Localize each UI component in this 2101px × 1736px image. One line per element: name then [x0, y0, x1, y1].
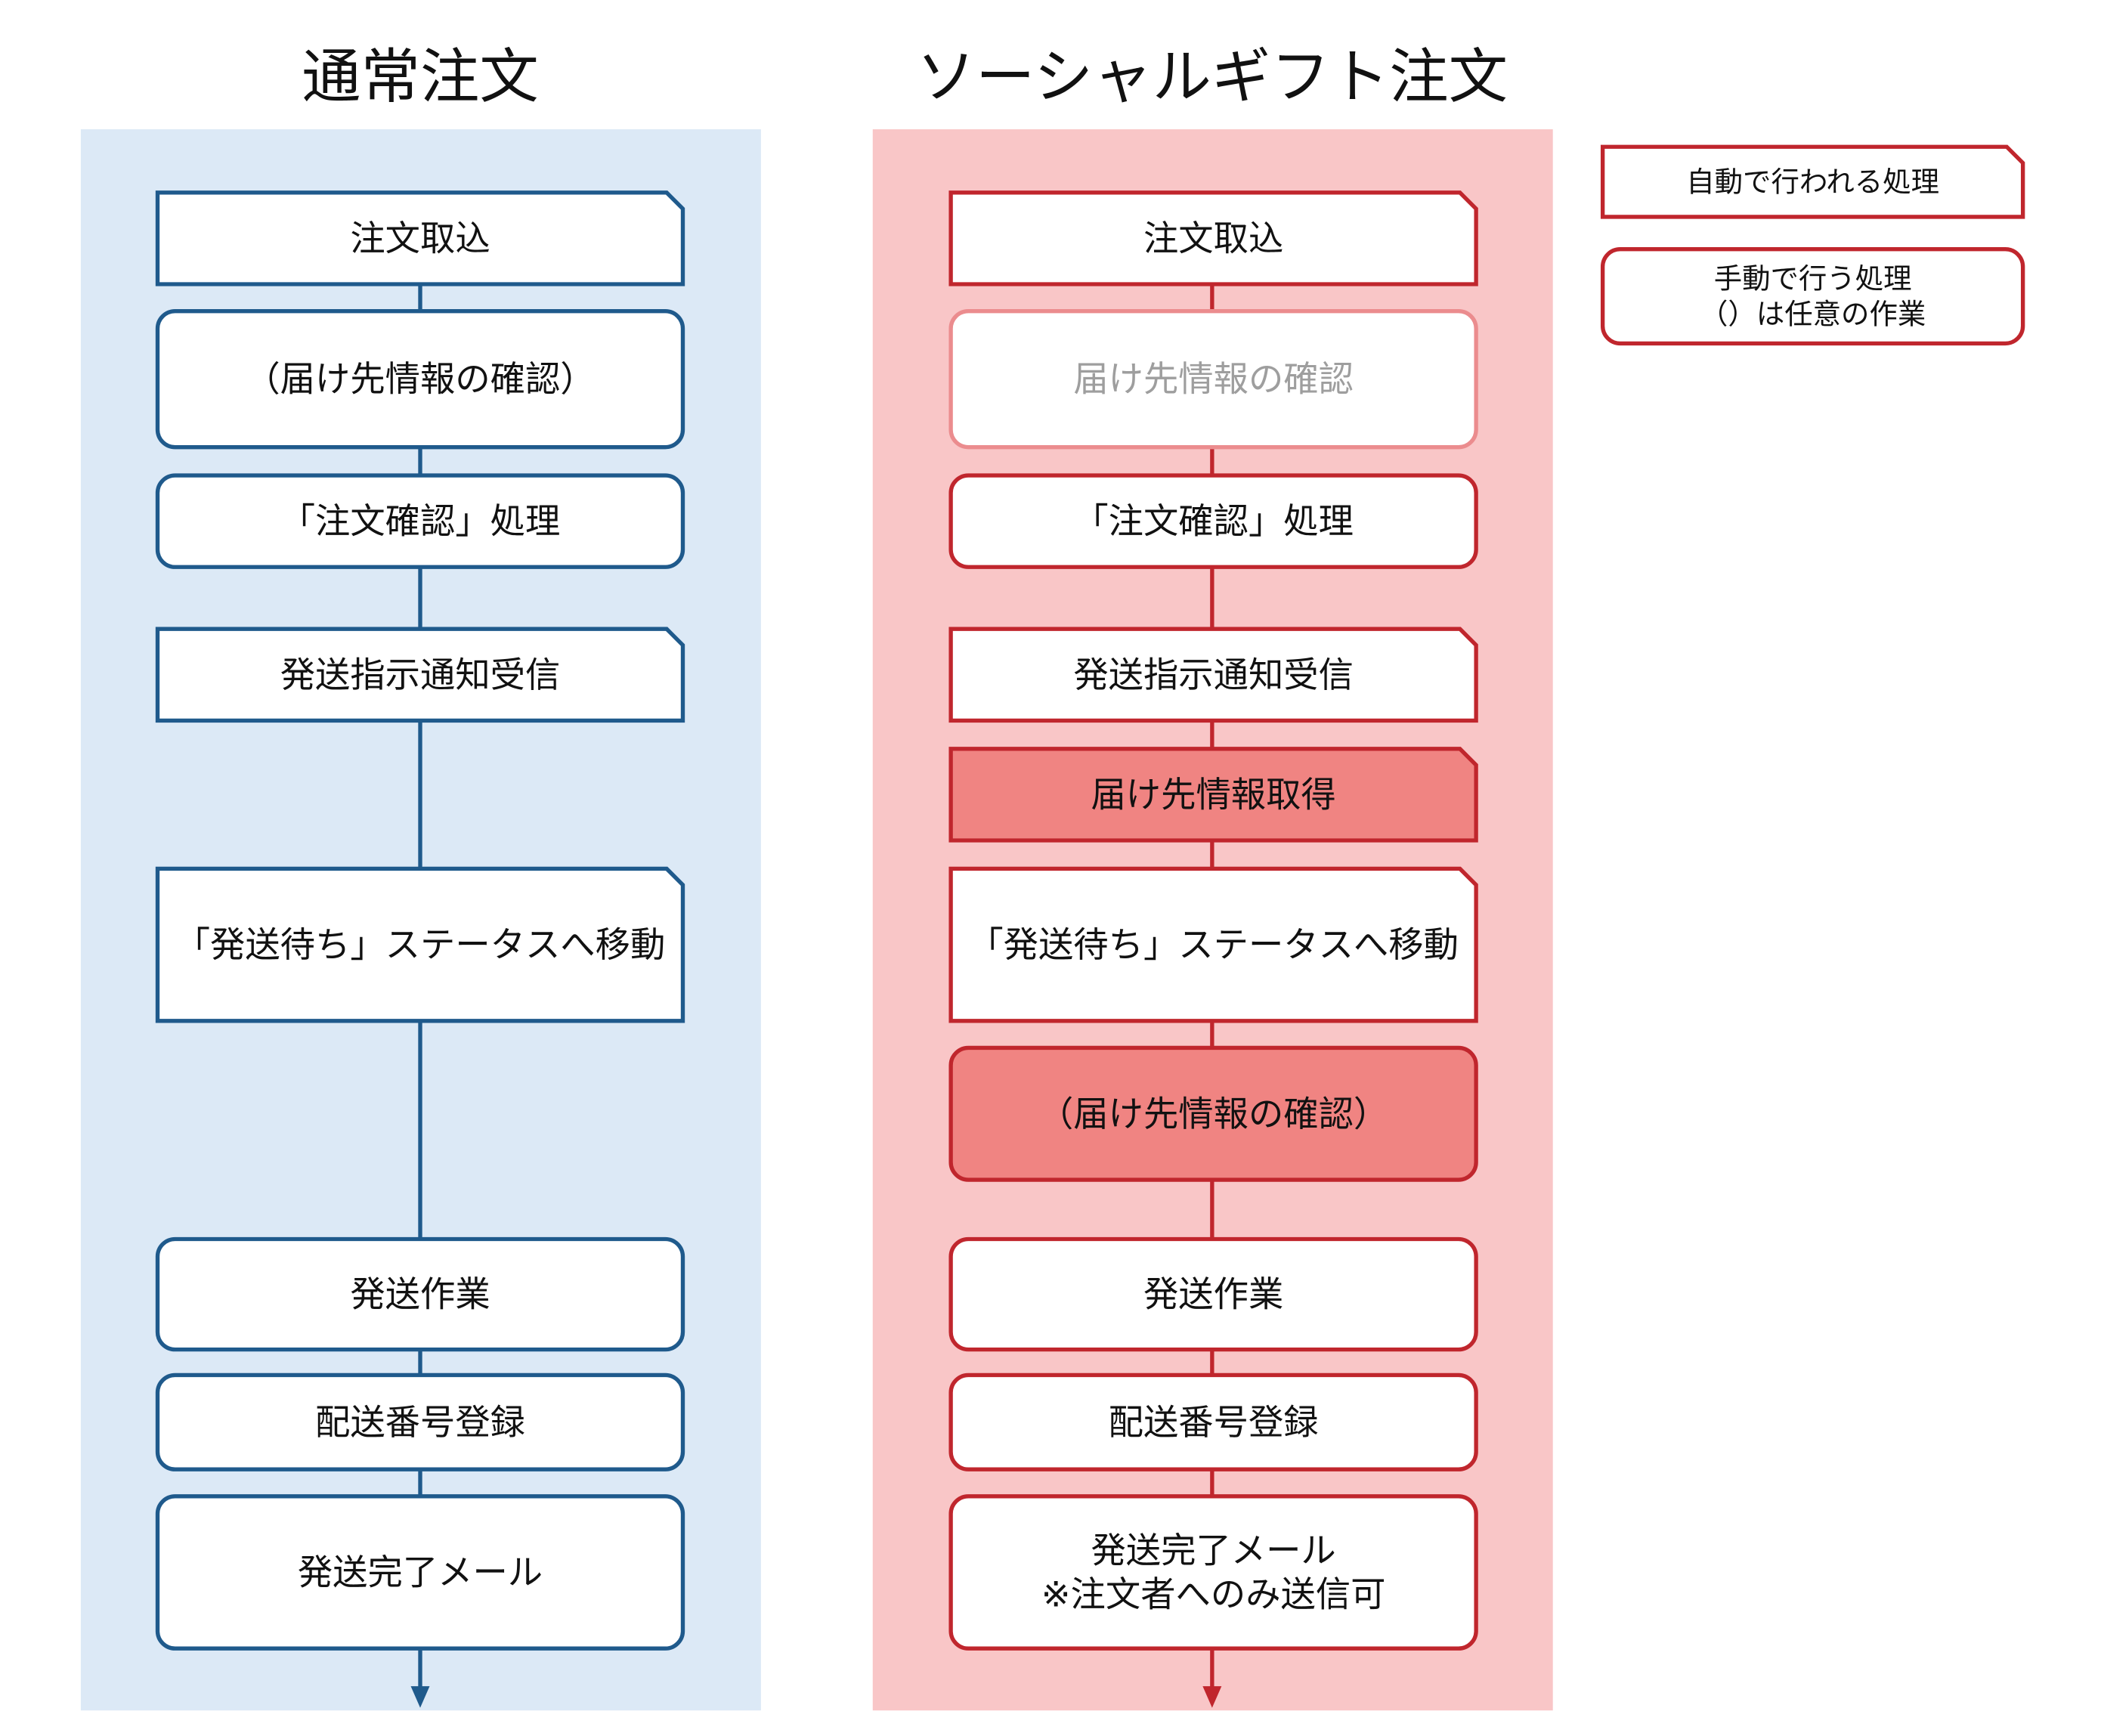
- normal-step-confirm: 「注文確認」処理: [155, 473, 685, 569]
- legend-auto: 自動で行われる処理: [1600, 144, 2025, 219]
- normal-step-check-address: （届け先情報の確認）: [155, 308, 685, 450]
- social-step-move-status: 「発送待ち」ステータスへ移動: [948, 866, 1478, 1023]
- legend-auto-label: 自動で行われる処理: [1686, 166, 1939, 199]
- normal-step-mail-box: [155, 1494, 685, 1651]
- social-step-check-address-disabled-box: [948, 308, 1478, 450]
- normal-step-check-address-label: （届け先情報の確認）: [245, 359, 595, 400]
- social-step-ship-notice-box: [948, 627, 1478, 723]
- social-step-ship-work-box: [948, 1236, 1478, 1352]
- social-step-confirm-label: 「注文確認」処理: [1073, 501, 1354, 542]
- social-step-confirm: 「注文確認」処理: [948, 473, 1478, 569]
- social-step-tracking-box: [948, 1372, 1478, 1471]
- normal-step-ship-work-label: 発送作業: [350, 1274, 490, 1315]
- social-step-check-address-disabled: 届け先情報の確認: [948, 308, 1478, 450]
- social-step-move-status-box: [948, 866, 1478, 1023]
- social-step-ship-notice: 発送指示通知受信: [948, 627, 1478, 723]
- social-step-get-address: 届け先情報取得: [948, 747, 1478, 843]
- social-step-tracking: 配送番号登録: [948, 1372, 1478, 1471]
- social-arrow-head: [1202, 1686, 1222, 1708]
- normal-step-move-status-box: [155, 866, 685, 1023]
- normal-step-tracking-label: 配送番号登録: [315, 1402, 525, 1443]
- social-step-ship-notice-label: 発送指示通知受信: [1073, 654, 1354, 695]
- normal-step-mail: 発送完了メール: [155, 1494, 685, 1651]
- legend-auto-box: [1600, 144, 2025, 219]
- normal-step-ship-work: 発送作業: [155, 1236, 685, 1352]
- normal-step-confirm-label: 「注文確認」処理: [280, 501, 561, 542]
- social-step-check-address: （届け先情報の確認）: [948, 1045, 1478, 1182]
- social-step-mail-box: [948, 1494, 1478, 1651]
- normal-step-tracking-box: [155, 1372, 685, 1471]
- normal-step-move-status-label: 「発送待ち」ステータスへ移動: [175, 924, 666, 965]
- legend-manual-label-1: 手動で行う処理: [1714, 262, 1912, 296]
- social-step-check-address-box: [948, 1045, 1478, 1182]
- normal-step-ship-work-box: [155, 1236, 685, 1352]
- social-step-ship-work: 発送作業: [948, 1236, 1478, 1352]
- normal-step-import-label: 注文取込: [350, 218, 490, 258]
- normal-step-ship-notice-box: [155, 627, 685, 723]
- social-step-check-address-label: （届け先情報の確認）: [1038, 1094, 1388, 1134]
- normal-step-ship-notice: 発送指示通知受信: [155, 627, 685, 723]
- social-step-mail: 発送完了メール※注文者へのみ送信可: [948, 1494, 1478, 1651]
- social-step-ship-work-label: 発送作業: [1143, 1274, 1283, 1315]
- normal-step-tracking: 配送番号登録: [155, 1372, 685, 1471]
- normal-step-mail-label: 発送完了メール: [298, 1552, 543, 1593]
- normal-column-title: 通常注文: [302, 42, 539, 111]
- social-step-get-address-box: [948, 747, 1478, 843]
- social-step-mail-label-2: ※注文者へのみ送信可: [1041, 1574, 1386, 1615]
- normal-step-move-status: 「発送待ち」ステータスへ移動: [155, 866, 685, 1023]
- social-step-move-status-label: 「発送待ち」ステータスへ移動: [968, 924, 1459, 965]
- normal-step-ship-notice-label: 発送指示通知受信: [280, 654, 561, 695]
- social-step-mail-label-1: 発送完了メール: [1091, 1530, 1335, 1571]
- normal-step-check-address-box: [155, 308, 685, 450]
- social-step-check-address-disabled-label: 届け先情報の確認: [1073, 359, 1354, 400]
- social-step-confirm-box: [948, 473, 1478, 569]
- social-column-title: ソーシャルギフト注文: [917, 42, 1508, 111]
- social-step-get-address-label: 届け先情報取得: [1091, 774, 1335, 815]
- legend-manual: 手動で行う処理（）は任意の作業: [1600, 247, 2025, 346]
- normal-arrow-head: [410, 1686, 430, 1708]
- normal-step-confirm-box: [155, 473, 685, 569]
- legend-manual-label-2: （）は任意の作業: [1700, 297, 1926, 330]
- normal-step-import: 注文取込: [155, 190, 685, 286]
- social-step-import-label: 注文取込: [1143, 218, 1283, 258]
- legend-manual-box: [1600, 247, 2025, 346]
- social-step-import-box: [948, 190, 1478, 286]
- normal-step-import-box: [155, 190, 685, 286]
- social-step-import: 注文取込: [948, 190, 1478, 286]
- social-step-tracking-label: 配送番号登録: [1109, 1402, 1319, 1443]
